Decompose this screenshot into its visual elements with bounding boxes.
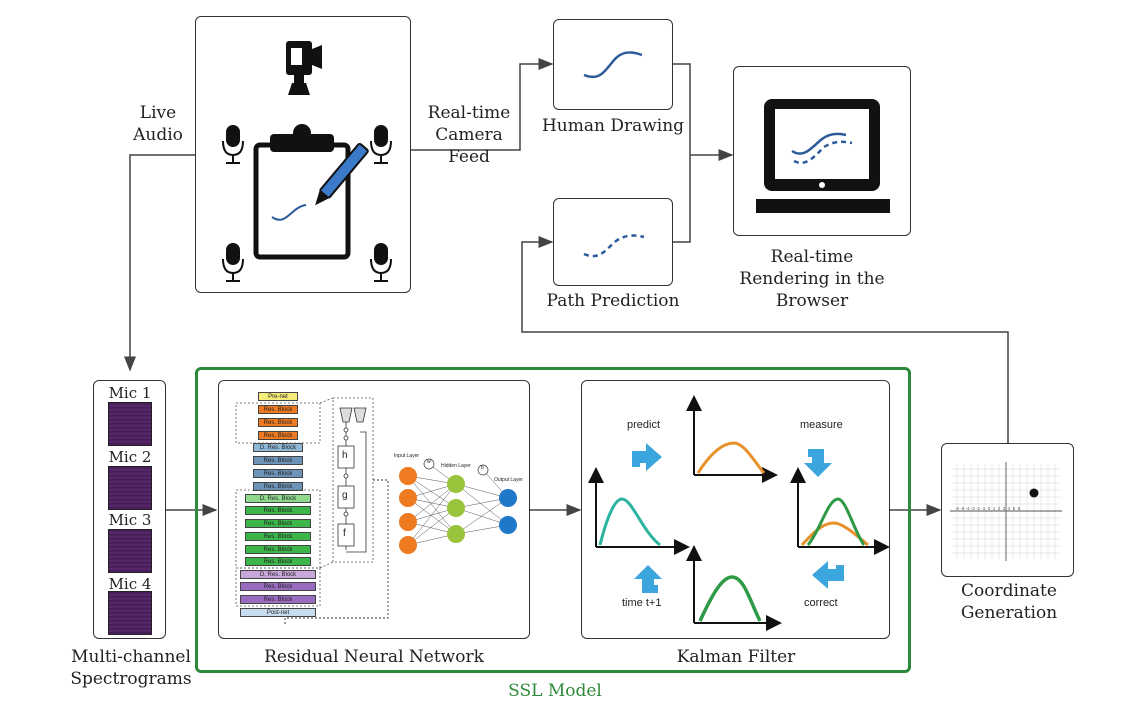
res-block-green-2: Res. Block	[245, 519, 311, 528]
block-g-label: g	[342, 490, 348, 501]
res-block-purple-2: Res. Block	[240, 595, 316, 604]
predicted-distribution-plot	[686, 395, 778, 483]
res-block-orange-2: Res. Block	[258, 418, 298, 427]
res-block-green-5: Res. Block	[245, 557, 311, 566]
camera-connector	[410, 58, 554, 151]
spectrogram-2	[108, 466, 152, 510]
path-prediction-box	[553, 198, 673, 286]
block-h-label: h	[342, 450, 348, 461]
human-drawing-box	[553, 19, 673, 110]
d-res-block-purple: D. Res. Block	[240, 570, 316, 579]
correct-arrow-icon	[812, 561, 844, 589]
mic-label-3: Mic 3	[108, 511, 152, 529]
spectrograms-label: Multi-channel Spectrograms	[70, 647, 192, 689]
measure-label: measure	[800, 419, 843, 431]
res-block-green-3: Res. Block	[245, 532, 311, 541]
grid-tick-labels: -6 -5 -4 -3 -2 -1 0 1 2 3 4 5 6	[955, 506, 1021, 511]
res-block-blue-1: Res. Block	[253, 456, 303, 465]
res-block-green-1: Res. Block	[245, 506, 311, 515]
kalman-illustration	[588, 395, 890, 631]
path-prediction-label: Path Prediction	[546, 291, 680, 311]
microphone-icon-bottom-right	[370, 243, 392, 282]
weight-label: w	[427, 459, 431, 465]
res-block-purple-1: Res. Block	[240, 582, 316, 591]
camera-feed-label: Real-time Camera Feed	[427, 103, 511, 167]
drawing-to-render-connector	[672, 63, 734, 161]
spectrogram-3	[108, 529, 152, 573]
rendering-label: Real-time Rendering in the Browser	[739, 247, 885, 311]
mic-label-4: Mic 4	[108, 575, 152, 593]
microphone-icon-top-left	[222, 125, 244, 164]
coordinate-label: Coordinate Generation	[960, 581, 1058, 623]
res-block-orange-1: Res. Block	[258, 405, 298, 414]
microphone-icon-bottom-left	[222, 243, 244, 282]
current-distribution-plot	[588, 467, 690, 555]
laptop-icon	[756, 99, 890, 213]
time-step-label: time t+1	[622, 597, 662, 609]
input-layer-label: Input Layer	[394, 453, 420, 459]
pre-net-block: Pre-net	[258, 392, 298, 401]
spectrogram-4	[108, 591, 152, 635]
clipboard-icon	[253, 124, 351, 260]
ssl-model-frame	[195, 367, 911, 673]
kalman-box	[581, 380, 890, 639]
capture-setup-illustration	[222, 41, 392, 282]
res-block-green-4: Res. Block	[245, 545, 311, 554]
bias-label: b	[481, 465, 484, 471]
d-res-block-blue: D. Res. Block	[253, 443, 303, 452]
human-drawing-curve	[583, 51, 643, 78]
d-res-block-green: D. Res. Block	[245, 494, 311, 503]
microphone-icon-top-right	[370, 125, 392, 164]
res-block-blue-2: Res. Block	[253, 469, 303, 478]
output-layer-label: Output Layer	[494, 477, 523, 483]
hidden-layer-label: Hidden Layer	[441, 463, 471, 469]
prediction-to-render-connector	[672, 155, 691, 243]
coordinate-box	[941, 443, 1074, 577]
corrected-distribution-plot	[686, 545, 782, 631]
coordinate-point	[1029, 488, 1039, 498]
feedback-connector	[521, 236, 1009, 443]
measure-arrow-icon	[804, 449, 832, 477]
ssl-model-label: SSL Model	[508, 681, 602, 701]
video-camera-icon	[286, 41, 322, 95]
correct-label: correct	[804, 597, 838, 609]
mic-label-1: Mic 1	[108, 384, 152, 402]
rendering-box	[733, 66, 911, 236]
mic-label-2: Mic 2	[108, 448, 152, 466]
live-audio-label: Live Audio	[133, 103, 183, 145]
spectrogram-1	[108, 402, 152, 446]
path-prediction-curve	[583, 234, 645, 258]
measured-distribution-plot	[790, 467, 890, 555]
kalman-label: Kalman Filter	[676, 647, 796, 667]
capture-setup-box	[195, 16, 411, 293]
coordinate-grid	[950, 462, 1062, 561]
time-step-arrow-icon	[634, 565, 662, 593]
pen-icon	[315, 142, 369, 206]
post-net-block: Post-net	[240, 608, 316, 617]
res-block-blue-3: Res. Block	[253, 482, 303, 491]
block-f-label: f	[343, 528, 346, 539]
audio-connector	[124, 154, 195, 372]
resnet-label: Residual Neural Network	[264, 647, 484, 667]
predict-arrow-icon	[632, 443, 662, 471]
predict-label: predict	[627, 419, 661, 431]
human-drawing-label: Human Drawing	[541, 116, 685, 136]
res-block-orange-3: Res. Block	[258, 431, 298, 440]
